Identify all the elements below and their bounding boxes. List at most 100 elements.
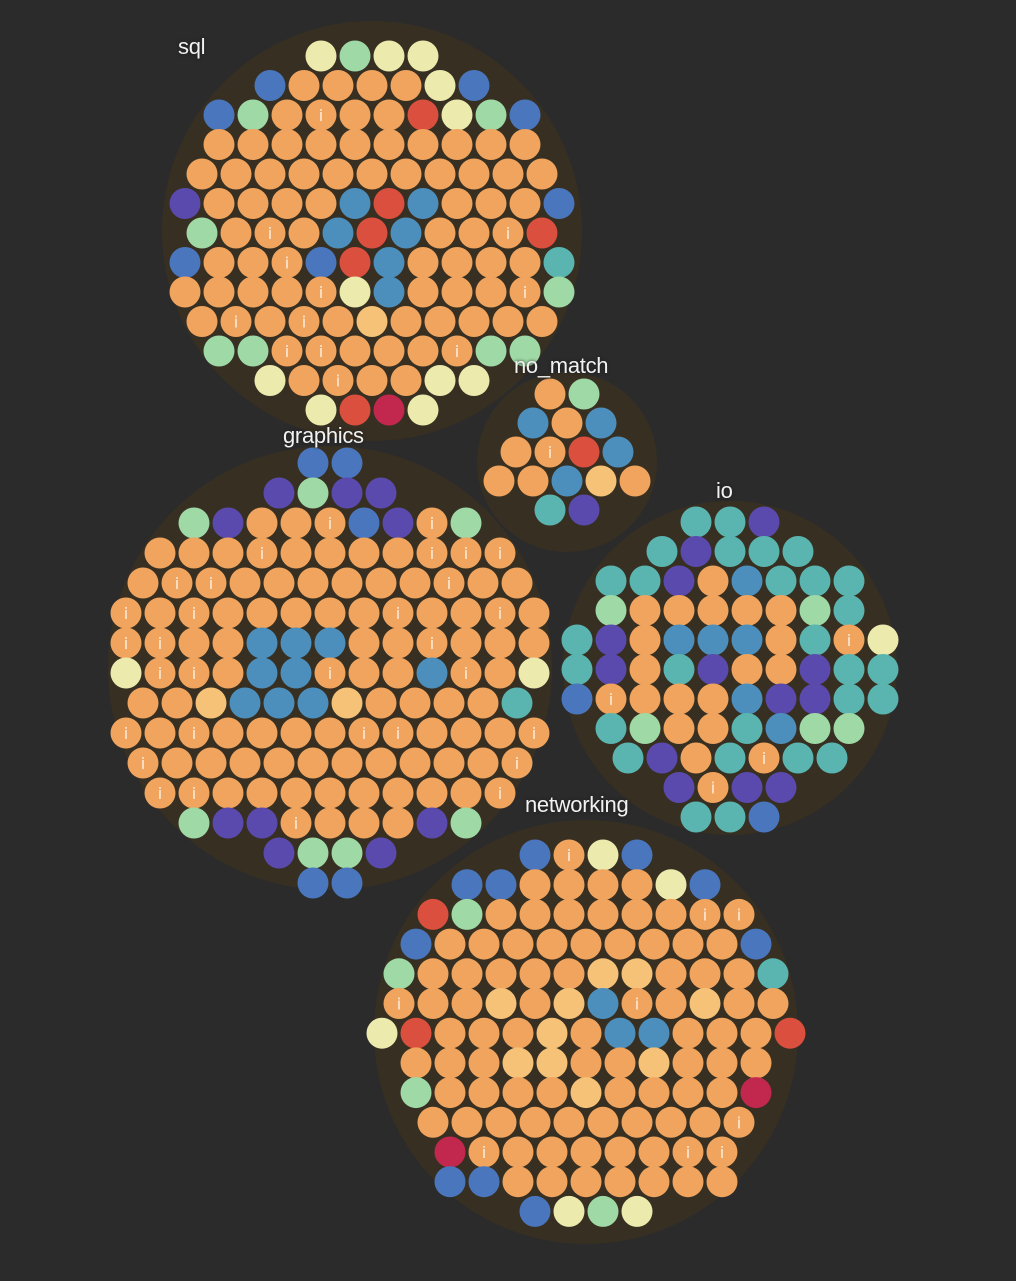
bubble-blue[interactable]: [748, 801, 780, 833]
bubble-orange[interactable]: [451, 958, 483, 990]
bubble-yellow[interactable]: [867, 624, 899, 656]
bubble-orange[interactable]: [424, 306, 456, 337]
bubble-orange[interactable]: [621, 1106, 653, 1138]
bubble-orange[interactable]: [604, 1136, 636, 1168]
bubble-orange[interactable]: [178, 537, 210, 569]
bubble-orange[interactable]: [314, 657, 346, 689]
bubble-orange[interactable]: [416, 537, 448, 569]
bubble-orange[interactable]: [672, 928, 704, 960]
bubble-mid-blue[interactable]: [585, 407, 617, 439]
bubble-orange[interactable]: [706, 1017, 738, 1049]
bubble-teal[interactable]: [663, 654, 695, 685]
bubble-orange[interactable]: [382, 537, 414, 569]
bubble-orange[interactable]: [604, 1047, 636, 1079]
bubble-teal[interactable]: [833, 654, 865, 685]
bubble-orange[interactable]: [441, 247, 473, 278]
bubble-purple[interactable]: [697, 654, 729, 685]
bubble-orange[interactable]: [526, 306, 558, 337]
bubble-orange[interactable]: [365, 747, 397, 779]
bubble-mint[interactable]: [450, 807, 482, 839]
bubble-orange[interactable]: [246, 777, 278, 809]
bubble-orange[interactable]: [373, 335, 405, 367]
bubble-light-orange[interactable]: [570, 1077, 602, 1109]
bubble-orange[interactable]: [382, 807, 414, 839]
bubble-orange[interactable]: [178, 627, 210, 659]
bubble-purple[interactable]: [680, 536, 712, 567]
bubble-orange[interactable]: [697, 565, 729, 597]
bubble-orange[interactable]: [723, 988, 755, 1019]
bubble-orange[interactable]: [697, 772, 729, 803]
bubble-orange[interactable]: [483, 465, 515, 497]
bubble-orange[interactable]: [314, 717, 346, 749]
bubble-orange[interactable]: [220, 306, 252, 337]
bubble-orange[interactable]: [536, 928, 568, 960]
bubble-orange[interactable]: [237, 129, 269, 160]
bubble-orange[interactable]: [400, 1047, 432, 1079]
bubble-red[interactable]: [339, 247, 371, 278]
bubble-orange[interactable]: [680, 742, 712, 774]
bubble-orange[interactable]: [390, 365, 422, 396]
bubble-mint[interactable]: [450, 507, 482, 539]
bubble-orange[interactable]: [271, 335, 303, 367]
bubble-orange[interactable]: [672, 1077, 704, 1109]
bubble-teal[interactable]: [833, 683, 865, 715]
bubble-teal[interactable]: [867, 654, 899, 685]
bubble-orange[interactable]: [263, 567, 295, 599]
bubble-orange[interactable]: [629, 654, 661, 685]
bubble-orange[interactable]: [467, 687, 499, 719]
bubble-orange[interactable]: [697, 683, 729, 715]
bubble-orange[interactable]: [280, 807, 312, 839]
bubble-orange[interactable]: [663, 595, 695, 626]
bubble-orange[interactable]: [655, 898, 687, 930]
bubble-orange[interactable]: [348, 807, 380, 839]
bubble-mid-blue[interactable]: [339, 188, 371, 219]
bubble-mint[interactable]: [331, 837, 363, 869]
bubble-orange[interactable]: [638, 928, 670, 960]
bubble-purple[interactable]: [595, 654, 627, 685]
bubble-light-orange[interactable]: [621, 958, 653, 990]
bubble-orange[interactable]: [322, 70, 354, 101]
bubble-orange[interactable]: [314, 777, 346, 809]
bubble-orange[interactable]: [451, 988, 483, 1019]
bubble-orange[interactable]: [502, 1017, 534, 1049]
bubble-orange[interactable]: [672, 1047, 704, 1079]
bubble-orange[interactable]: [706, 1077, 738, 1109]
bubble-orange[interactable]: [765, 595, 797, 626]
bubble-orange[interactable]: [246, 597, 278, 629]
bubble-orange[interactable]: [434, 1017, 466, 1049]
bubble-orange[interactable]: [604, 928, 636, 960]
bubble-orange[interactable]: [553, 839, 585, 871]
bubble-orange[interactable]: [492, 306, 524, 337]
bubble-light-orange[interactable]: [485, 988, 517, 1019]
bubble-orange[interactable]: [467, 567, 499, 599]
bubble-teal[interactable]: [816, 742, 848, 774]
bubble-orange[interactable]: [458, 217, 490, 249]
bubble-crimson[interactable]: [434, 1136, 466, 1168]
bubble-mid-blue[interactable]: [731, 683, 763, 715]
bubble-purple[interactable]: [799, 683, 831, 715]
bubble-orange[interactable]: [271, 247, 303, 278]
bubble-mint[interactable]: [451, 898, 483, 930]
bubble-orange[interactable]: [288, 306, 320, 337]
bubble-mid-blue[interactable]: [663, 624, 695, 656]
bubble-orange[interactable]: [492, 158, 524, 190]
bubble-blue[interactable]: [519, 1195, 551, 1227]
bubble-orange[interactable]: [570, 1047, 602, 1079]
bubble-yellow[interactable]: [110, 657, 142, 689]
bubble-orange[interactable]: [501, 747, 533, 779]
bubble-orange[interactable]: [178, 597, 210, 629]
bubble-orange[interactable]: [417, 1106, 449, 1138]
bubble-orange[interactable]: [322, 306, 354, 337]
bubble-purple[interactable]: [646, 742, 678, 774]
bubble-orange[interactable]: [475, 247, 507, 278]
bubble-yellow[interactable]: [655, 869, 687, 901]
bubble-orange[interactable]: [144, 657, 176, 689]
bubble-orange[interactable]: [553, 1106, 585, 1138]
bubble-orange[interactable]: [765, 654, 797, 685]
bubble-teal[interactable]: [680, 801, 712, 833]
bubble-purple[interactable]: [595, 624, 627, 656]
bubble-orange[interactable]: [484, 537, 516, 569]
bubble-orange[interactable]: [390, 158, 422, 190]
bubble-orange[interactable]: [570, 928, 602, 960]
bubble-orange[interactable]: [433, 747, 465, 779]
